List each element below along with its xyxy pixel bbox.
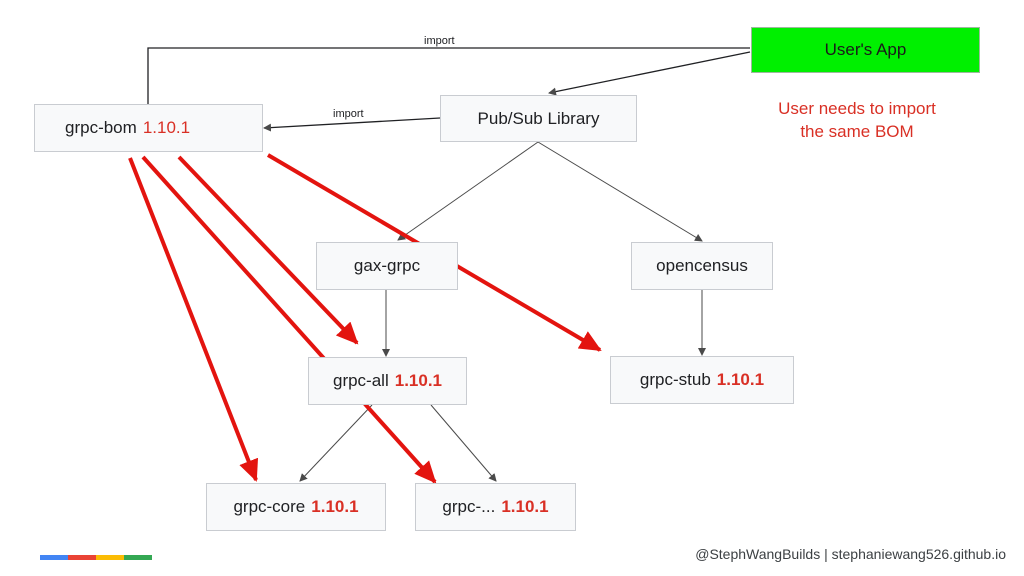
note-line: the same BOM <box>800 122 914 141</box>
edge-app-to-pubsub <box>548 51 751 96</box>
version-badge: 1.10.1 <box>394 371 442 390</box>
version-badge: 1.10.1 <box>142 118 191 137</box>
node-grpc-all: grpc-all 1.10.1 <box>308 357 467 405</box>
node-gax-grpc: gax-grpc <box>316 242 458 290</box>
node-label: grpc-all <box>332 371 389 390</box>
edge-pubsub-to-opencensus <box>537 141 703 242</box>
node-grpc-bom: grpc-bom 1.10.1 <box>34 104 263 152</box>
version-badge: 1.10.1 <box>716 370 765 389</box>
node-label: grpc-bom <box>65 118 137 137</box>
version-badge: 1.10.1 <box>501 497 549 516</box>
edge-grpc-all-to-other <box>430 404 497 482</box>
edge-app-to-bom <box>147 47 750 104</box>
bom-arrow-to-grpc-other <box>141 155 437 484</box>
bom-arrow-to-grpc-core <box>128 157 259 482</box>
edge-grpc-all-to-core <box>299 404 373 482</box>
node-grpc-core: grpc-core 1.10.1 <box>206 483 386 531</box>
footer-credit: @StephWangBuilds | stephaniewang526.gith… <box>695 546 1006 562</box>
brand-bar-yellow <box>96 555 124 560</box>
version-badge: 1.10.1 <box>311 497 359 516</box>
edge-pubsub-to-gax <box>397 141 539 241</box>
node-label: opencensus <box>656 256 748 275</box>
bom-arrow-to-grpc-all <box>177 155 359 345</box>
bom-note: User needs to import the same BOM <box>742 97 972 143</box>
node-label: grpc-... <box>442 497 496 516</box>
brand-bar-red <box>68 555 96 560</box>
node-grpc-stub: grpc-stub 1.10.1 <box>610 356 794 404</box>
edge-pubsub-to-bom <box>263 117 441 132</box>
node-label: Pub/Sub Library <box>477 108 600 128</box>
node-label: grpc-stub <box>639 370 711 389</box>
note-line: User needs to import <box>778 99 936 118</box>
node-label: grpc-core <box>233 497 306 516</box>
node-grpc-other: grpc-... 1.10.1 <box>415 483 576 531</box>
node-pubsub-library: Pub/Sub Library <box>440 95 637 142</box>
brand-bar-blue <box>40 555 68 560</box>
node-users-app: User's App <box>751 27 980 73</box>
node-opencensus: opencensus <box>631 242 773 290</box>
import-label-top: import <box>424 35 455 47</box>
brand-bar-green <box>124 555 152 560</box>
node-label: gax-grpc <box>353 256 421 275</box>
node-label: User's App <box>824 40 907 59</box>
import-label-mid: import <box>333 108 364 120</box>
